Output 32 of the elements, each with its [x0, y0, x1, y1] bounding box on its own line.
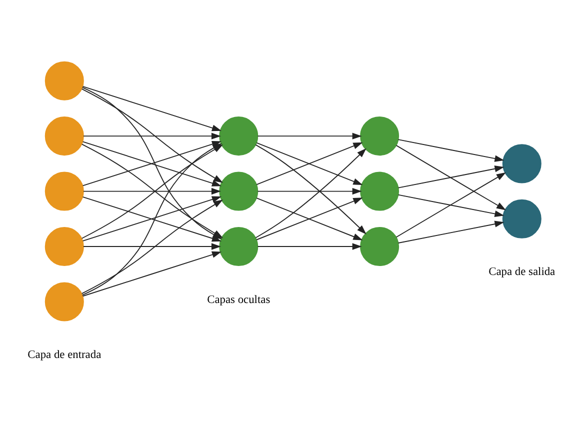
label: Capa de entrada [28, 349, 102, 362]
arrow [257, 243, 362, 250]
arrow [257, 132, 362, 140]
node-circle [44, 227, 84, 266]
node-circle [44, 116, 84, 156]
arrow [256, 198, 363, 240]
node-circle [44, 61, 84, 100]
arrow [398, 220, 504, 244]
arrow [83, 132, 221, 140]
arrow [257, 188, 362, 195]
node-circle [219, 172, 258, 211]
node-circle [44, 172, 84, 211]
label: Capas ocultas [207, 294, 270, 306]
arrow [398, 139, 504, 162]
node-circle [44, 282, 84, 322]
arrow [256, 142, 363, 185]
node-circle [219, 227, 258, 266]
node-circle [360, 116, 400, 156]
arrow [82, 86, 222, 132]
node-circle [219, 116, 258, 156]
node-circle [360, 227, 400, 266]
arrow [398, 194, 504, 218]
label: Capa de salida [488, 266, 556, 278]
arrow [396, 145, 506, 210]
node-circle [502, 144, 542, 184]
arrow [396, 172, 506, 238]
arrow [83, 188, 221, 195]
node-circle [360, 172, 400, 211]
node-circle [502, 199, 542, 238]
arrow [82, 251, 222, 297]
arrow [398, 166, 504, 188]
arrow [83, 243, 221, 250]
